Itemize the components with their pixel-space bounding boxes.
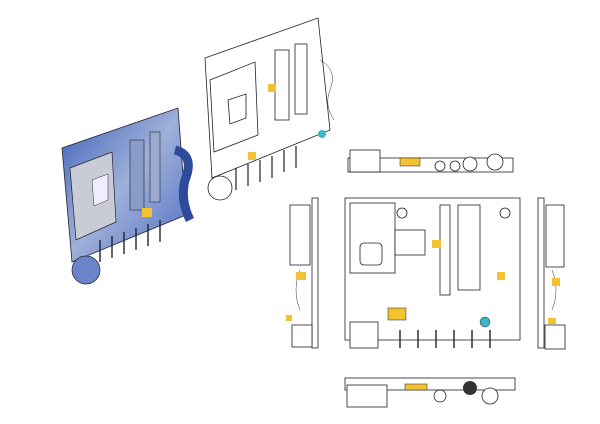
isometric-line-view (204, 17, 335, 201)
right-side-view (537, 197, 566, 350)
isometric-shaded-view (61, 107, 195, 285)
front-view (344, 197, 521, 349)
left-side-view (286, 197, 319, 349)
bottom-view (344, 377, 516, 408)
top-view (347, 149, 514, 173)
